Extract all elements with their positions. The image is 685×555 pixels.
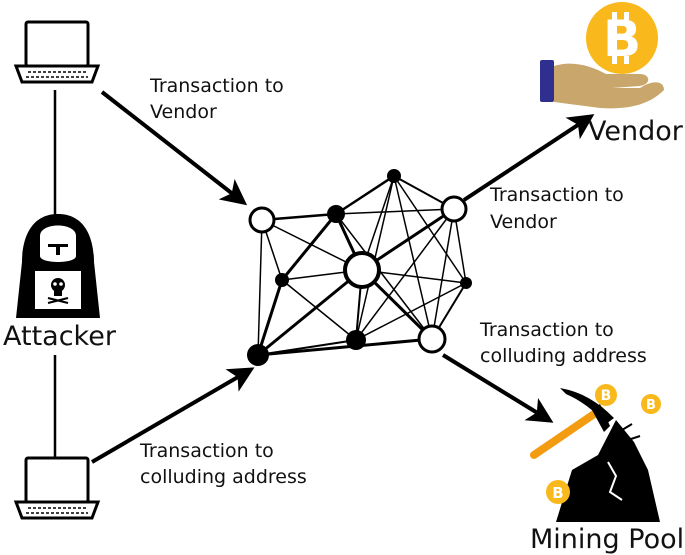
node	[275, 273, 289, 287]
tx-vendor-out-label-line1: Transaction to	[489, 184, 624, 206]
laptop-bottom-icon	[13, 456, 101, 520]
tx-colluding-in-label-line1: Transaction to	[139, 440, 274, 462]
arrow-vendor-out	[462, 114, 595, 202]
node	[327, 205, 345, 223]
node-exit-vendor	[440, 195, 468, 223]
tx-vendor-in-label-line2: Vendor	[150, 101, 217, 123]
bitcoin-icon	[546, 480, 570, 504]
node-entry-vendor	[248, 206, 276, 234]
tx-colluding-in-label-line2: colluding address	[140, 466, 307, 488]
mining-pool-label: Mining Pool	[530, 524, 684, 555]
node	[460, 277, 472, 289]
pickaxe-mine-icon: B B B	[530, 384, 661, 522]
bitcoin-icon	[641, 394, 661, 414]
svg-text:B: B	[601, 388, 612, 404]
svg-text:B: B	[603, 10, 641, 68]
node-entry-colluding	[247, 344, 269, 366]
hand-with-bitcoin-icon: B	[540, 2, 664, 109]
node-exit-colluding	[417, 324, 447, 354]
node-central	[343, 251, 381, 289]
arrow-vendor-in	[100, 90, 248, 206]
tx-colluding-out-label-line1: Transaction to	[479, 319, 614, 341]
node	[346, 330, 366, 350]
attacker-label: Attacker	[3, 321, 117, 352]
bitcoin-icon	[586, 2, 658, 74]
hooded-hacker-icon	[16, 214, 100, 318]
tx-vendor-in-label-line1: Transaction to	[149, 75, 284, 97]
vendor-label: Vendor	[588, 116, 684, 147]
bitcoin-icon	[595, 384, 617, 406]
svg-text:B: B	[552, 484, 563, 502]
tx-vendor-out-label-line2: Vendor	[490, 211, 557, 233]
arrow-colluding-out	[441, 353, 554, 423]
tx-colluding-out-label-line2: colluding address	[480, 345, 647, 367]
arrow-colluding-in	[90, 367, 255, 464]
node	[387, 169, 401, 183]
laptop-top-icon	[13, 20, 101, 84]
svg-text:B: B	[646, 398, 656, 413]
